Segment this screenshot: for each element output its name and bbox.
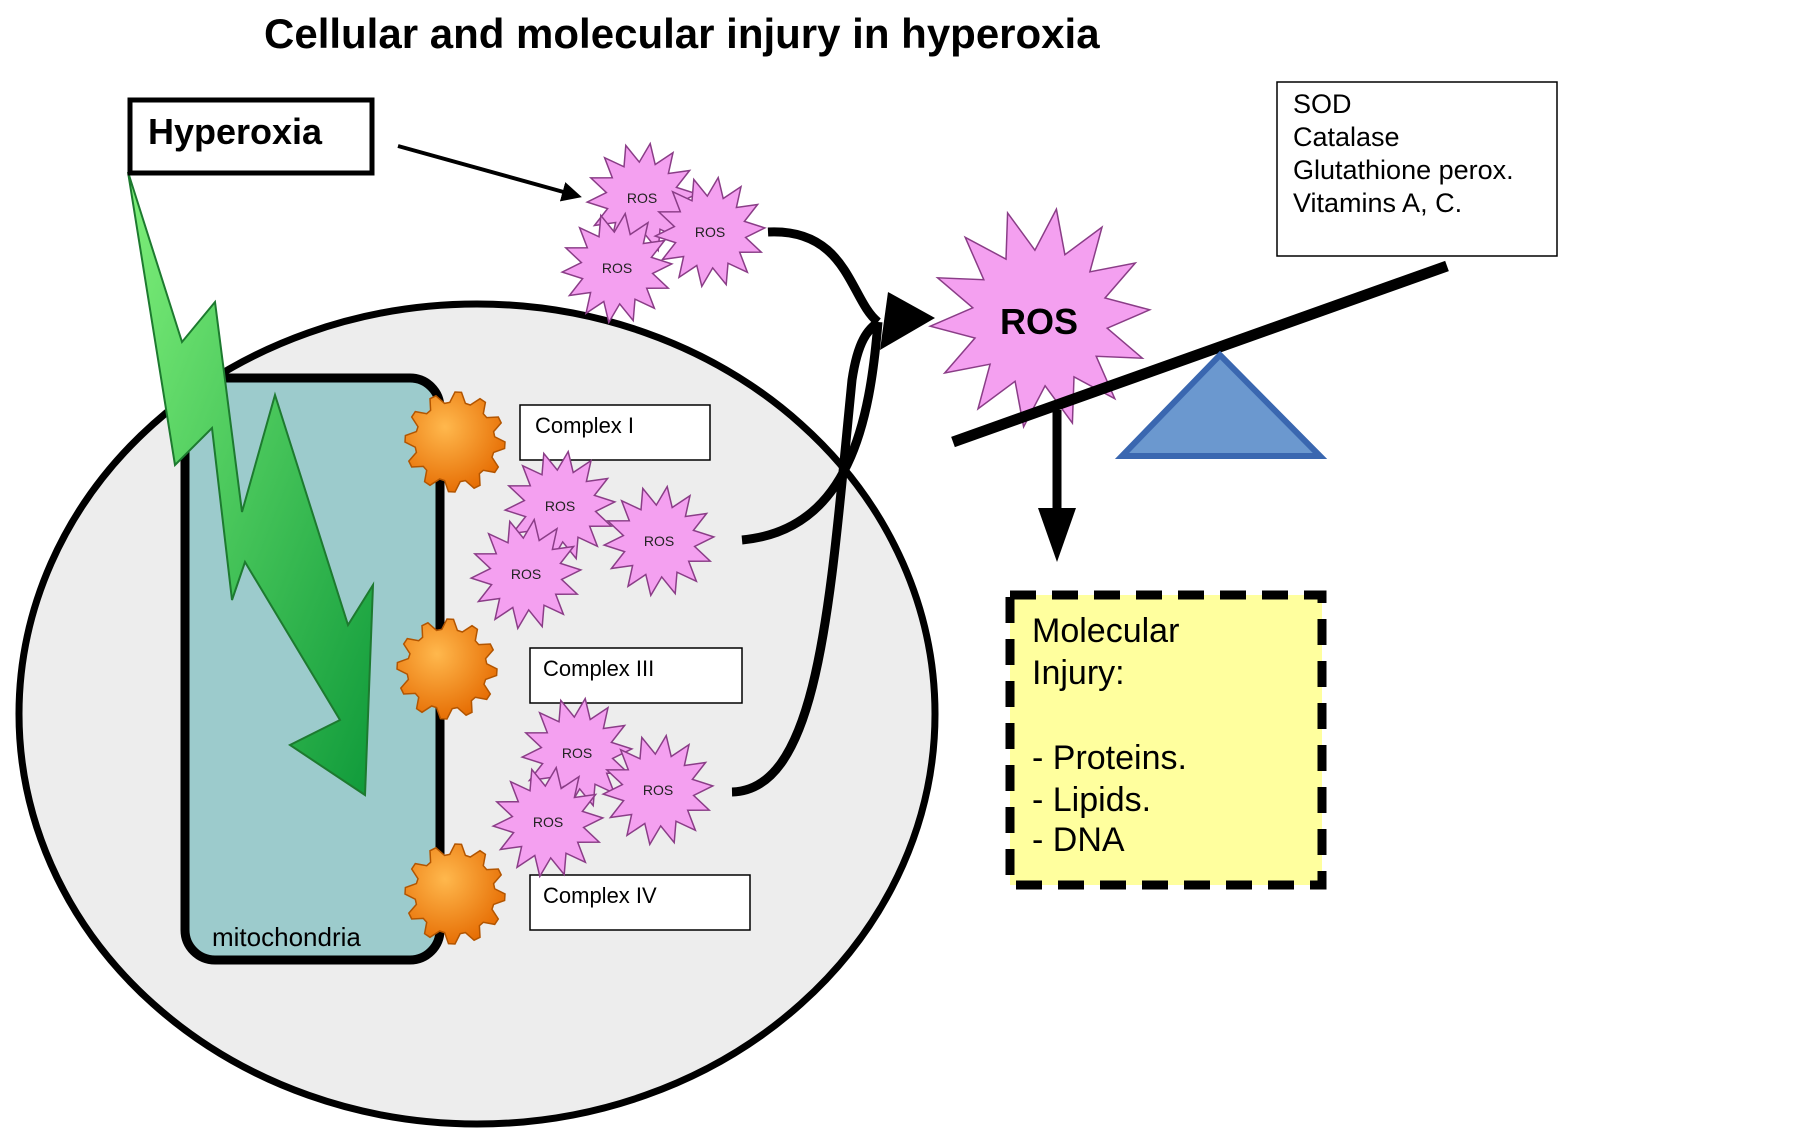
hyperoxia-label: Hyperoxia (148, 111, 323, 152)
hyperoxia-box (127, 97, 375, 176)
mitochondria-label: mitochondria (212, 922, 361, 952)
complex-iii-box (529, 647, 743, 704)
ros-label: ROS (562, 745, 592, 761)
ros-large-burst (928, 206, 1152, 430)
balance-fulcrum (1114, 350, 1328, 459)
complex-iv-box (529, 874, 751, 931)
hyperoxia-arrow (397, 144, 582, 202)
complex-iii-label: Complex III (543, 656, 654, 681)
gear-shape (404, 391, 506, 493)
ros-burst: ROS (653, 175, 767, 289)
ros-arrow-bottom (731, 318, 881, 797)
ros-label: ROS (643, 782, 673, 798)
ros-arrow-top (767, 227, 882, 326)
complex-i-box (519, 404, 711, 461)
gear-shape (404, 843, 506, 945)
ros-burst: ROS (601, 733, 715, 847)
molecular-injury-box (1005, 590, 1327, 890)
ros-label: ROS (602, 260, 632, 276)
ros-arrow-head (880, 292, 935, 350)
ros-label: ROS (695, 224, 725, 240)
complex-i-label: Complex I (535, 413, 634, 438)
ros-burst: ROS (602, 484, 716, 598)
ros-burst-shape (928, 206, 1152, 430)
ros-burst-shape (602, 484, 716, 598)
antioxidant-item: SOD (1293, 89, 1352, 119)
injury-item: - Proteins. (1032, 739, 1187, 777)
ros-label: ROS (533, 814, 563, 830)
complex-iv-label: Complex IV (543, 883, 657, 908)
molecular-injury-text: Molecular Injury: - Proteins. - Lipids. … (1032, 612, 1196, 859)
injury-item: - DNA (1032, 821, 1125, 859)
ros-burst-shape (469, 517, 583, 631)
gear-complex-iv-icon (404, 843, 506, 945)
ros-label: ROS (511, 566, 541, 582)
lightning-bolt-icon (127, 171, 375, 797)
ros-burst-shape (601, 733, 715, 847)
gear-complex-iii-icon (396, 618, 498, 720)
ros-large-label: ROS (1000, 301, 1078, 342)
injury-arrow-head (1038, 508, 1076, 562)
injury-item: - Lipids. (1032, 781, 1151, 819)
ros-burst: ROS (560, 211, 674, 325)
ros-burst-shape (491, 765, 605, 879)
ros-bursts: ROS ROS ROS ROS ROS ROS ROS ROS ROS (469, 141, 767, 879)
diagram-title: Cellular and molecular injury in hyperox… (264, 10, 1100, 57)
antioxidant-item: Vitamins A, C. (1293, 188, 1462, 218)
antioxidants-box (1276, 81, 1558, 257)
antioxidants-list: SOD Catalase Glutathione perox. Vitamins… (1293, 89, 1521, 218)
ros-label: ROS (627, 190, 657, 206)
ros-large-burst-shape (928, 206, 1152, 430)
gear-complex-i-icon (404, 391, 506, 493)
ros-burst-shape (560, 211, 674, 325)
injury-heading-line2: Injury: (1032, 654, 1125, 692)
ros-burst: ROS (491, 765, 605, 879)
balance-beam (951, 260, 1449, 448)
antioxidant-item: Glutathione perox. (1293, 155, 1514, 185)
gear-shape (396, 618, 498, 720)
ros-label: ROS (644, 533, 674, 549)
injury-heading-line1: Molecular (1032, 612, 1179, 650)
ros-burst: ROS (469, 517, 583, 631)
antioxidant-item: Catalase (1293, 122, 1400, 152)
ros-burst-shape (653, 175, 767, 289)
ros-label: ROS (545, 498, 575, 514)
